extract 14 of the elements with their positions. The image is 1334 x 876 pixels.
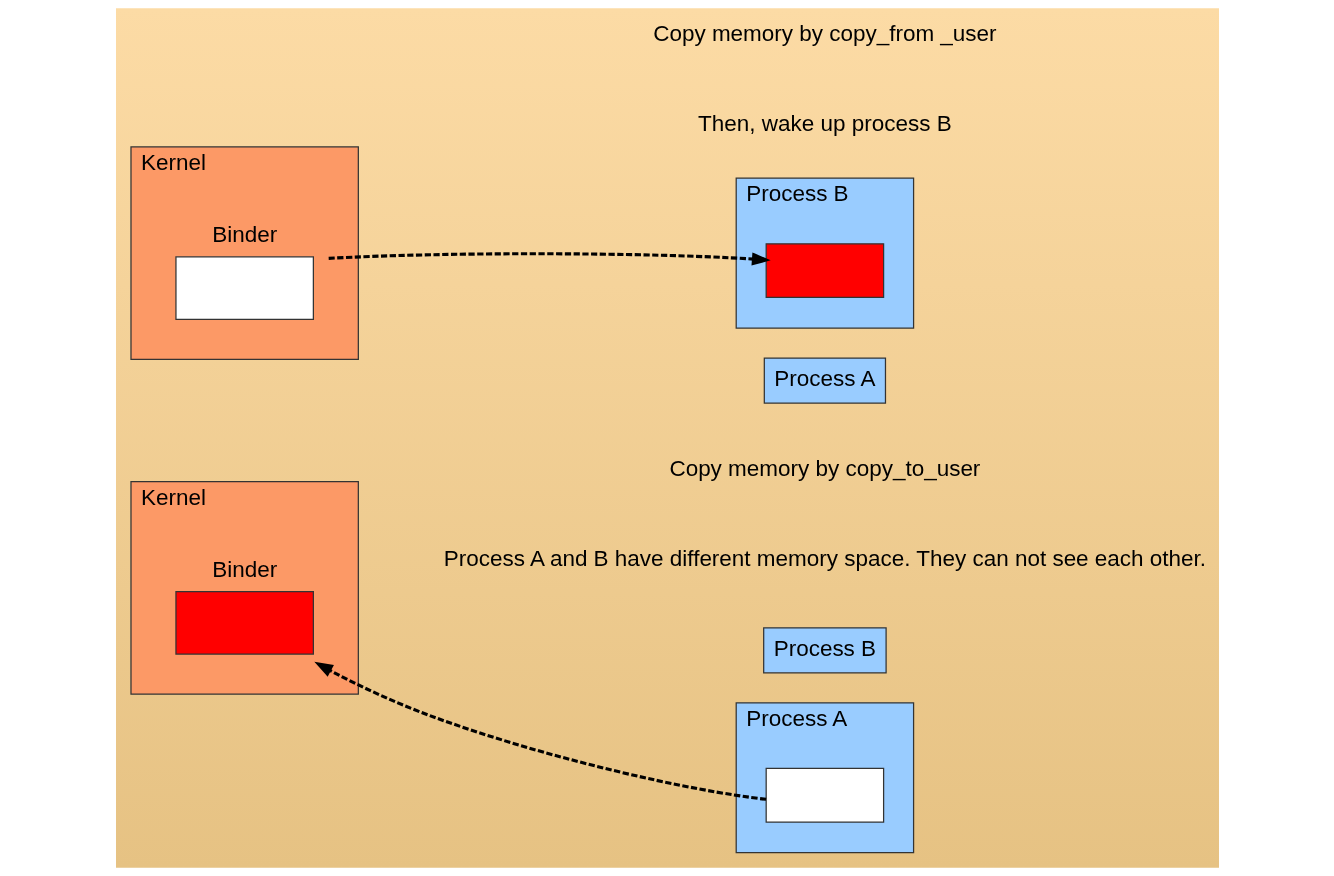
node-box <box>765 243 884 299</box>
arrow <box>328 252 771 266</box>
node-box: Process A <box>763 357 886 404</box>
label: Copy memory by copy_to_user <box>668 455 980 481</box>
cluster: Process B <box>735 177 914 329</box>
label: Copy memory by copy_from _user <box>652 21 997 47</box>
label: Process A and B have different memory space. They can not see each other. <box>443 545 1206 571</box>
node-label: Binder <box>211 222 277 248</box>
node-box: Process B <box>762 627 887 674</box>
arrow <box>313 661 766 801</box>
label: Then, wake up process B <box>697 111 952 137</box>
cluster: Process A <box>735 702 914 854</box>
node-label: Binder <box>211 557 277 583</box>
node-box <box>765 767 884 823</box>
